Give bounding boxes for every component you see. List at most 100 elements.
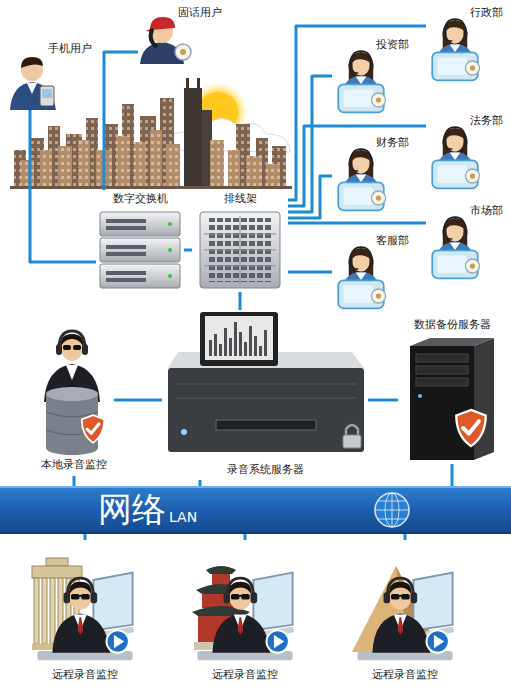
recording-server-device [219,344,222,356]
recording-server-device [343,435,361,448]
digital-switch-device [100,212,180,236]
network-line [239,292,242,310]
network-line [404,534,407,540]
landline-user-icon [175,44,191,60]
recording-server-device [229,338,232,356]
patch-panel-device [200,212,280,288]
local-monitor-icon [44,364,100,402]
backup-server-device [416,354,468,362]
network-line [30,110,96,262]
node-label: 手机用户 [48,42,92,55]
city-skyline [10,78,292,189]
department-agents [338,247,385,308]
digital-switch-device [168,248,172,252]
lan-band-ground [375,493,409,527]
department-agent: 法务部 [426,112,508,190]
remote-monuments [34,578,39,644]
recording-server-device [168,368,364,452]
remote-monuments [50,578,55,644]
mobile-user-icon [40,86,54,106]
network-line [368,399,398,402]
backup-server-device [456,410,485,446]
recording-server-device [244,342,247,356]
landline-user-icon [180,49,186,55]
network-line [288,26,426,200]
city-skyline [197,78,200,88]
local-monitor-icon [82,344,88,355]
node-label: 远程录音监控 [212,668,278,681]
local-monitor-icon [59,331,85,349]
recording-server-device [259,346,262,356]
digital-switch-device [100,212,180,288]
city-skyline [14,98,286,188]
digital-switch: 数字交换机 [96,190,184,292]
patch-panel-device [204,216,276,284]
remote-monitor-icons [357,573,454,661]
local-monitor-icon [63,345,71,350]
landline-user-icon [151,30,156,46]
digital-switch-device [168,274,172,278]
recording-server-device [168,312,364,452]
network-line [451,464,454,486]
local-monitor-icon [44,331,104,455]
digital-switch-device [100,264,180,288]
city-skyline [10,186,292,189]
mobile-user-icon [42,89,52,98]
backup-server: 数据备份服务器 [398,316,506,464]
digital-switch-device [106,226,146,230]
department-agent: 财务部 [332,134,414,212]
node-label: 投资部 [376,38,409,51]
network-line [288,271,332,274]
lan-band-ground [0,532,511,534]
department-agent: 客服部 [332,232,414,310]
network-line [288,76,332,212]
recording-server-device [214,334,217,356]
department-agent: 行政部 [426,4,508,82]
department-agents [338,19,479,308]
remote-monuments [46,558,68,566]
mobile-user-icon [27,83,37,94]
remote-monuments [42,578,47,644]
department-agents [432,19,479,80]
node-label: 录音系统服务器 [227,463,304,476]
city-skyline [14,98,286,188]
local-monitor-icon [61,335,83,361]
recording-server-device [239,332,242,356]
backup-server-device [416,366,468,374]
backup-server-device [410,338,494,346]
digital-switch-device [168,222,172,226]
digital-switch-device [106,271,146,275]
patch-panel: 排线架 [192,190,288,292]
city-skyline [186,78,189,88]
node-label: 市场部 [470,204,503,217]
node-label: 法务部 [470,114,503,127]
network-line [199,480,202,486]
remote-monitor-icons [197,573,294,661]
mobile-user: 手机用户 [8,38,102,110]
network-line [104,52,138,190]
city-skyline [184,88,202,188]
mobile-user-icon [21,57,43,68]
local-monitor-icon [66,365,78,380]
city-skyline [20,130,280,188]
landline-user: 固话用户 [138,2,230,64]
lan-band-ground [0,486,511,488]
department-agents [338,149,385,210]
node-label: 财务部 [376,136,409,149]
node-label: 数据备份服务器 [414,318,491,331]
department-agents [338,51,385,112]
lan-band: 网络LAN [0,486,511,534]
remote-monitor: 远程录音监控 [190,540,300,686]
local-monitor: 本地录音监控 [34,328,114,476]
landline-user-icon [140,17,191,64]
backup-server-device [418,394,422,398]
lan-band-ground [0,486,511,534]
recording-server: 录音系统服务器 [162,310,368,480]
node-label: 行政部 [470,6,503,19]
recording-server-device [224,328,227,356]
local-monitor-icon [46,387,98,401]
backup-server-device [410,346,474,460]
department-agent: 投资部 [332,36,414,114]
recording-server-device [209,322,267,356]
